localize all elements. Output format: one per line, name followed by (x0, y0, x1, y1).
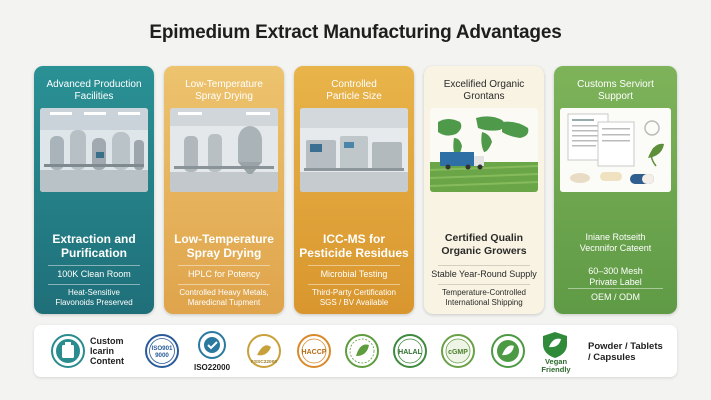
documents-and-capsules-illustration (560, 108, 671, 192)
documents-photo (560, 108, 671, 192)
divider (178, 284, 270, 285)
card-line2: Controlled Heavy Metals,Maredicnal Tupme… (179, 288, 269, 307)
divider (308, 265, 400, 266)
plant-based-badge-icon (490, 333, 526, 369)
world-map-and-farm-illustration (430, 108, 538, 192)
vegan-friendly-label: Vegan Friendly (541, 357, 571, 374)
halal-badge-icon: HALAL (392, 333, 428, 369)
lab-instrument-illustration (300, 108, 408, 192)
dosage-forms-label: Powder / Tablets / Capsules (588, 341, 663, 363)
svg-text:HACCP: HACCP (302, 349, 327, 356)
spray-dryer-photo (170, 108, 278, 192)
svg-text:9000: 9000 (155, 352, 169, 359)
svg-text:cGMP: cGMP (448, 349, 468, 356)
iso22000-badge-icon (194, 329, 230, 365)
card-line1: HPLC for Potency (187, 269, 261, 279)
factory-photo (40, 108, 148, 192)
lab-photo (300, 108, 408, 192)
certification-strip: Custom Icarin Content ISO901 9000 ISO220… (34, 325, 677, 377)
card-line1: 100K Clean Room (57, 269, 131, 279)
divider (438, 265, 530, 266)
card-line2: OEM / ODM (591, 292, 640, 302)
iso22000-label: ISO22000 (194, 363, 231, 372)
card-line1: Stable Year-Round Supply (431, 269, 537, 279)
iso9001-badge-icon: ISO901 9000 (144, 333, 180, 369)
divider (178, 265, 270, 266)
card-line1: Microbial Testing (320, 269, 388, 279)
custom-content-icon (50, 333, 86, 369)
cgmp-badge-icon: cGMP (440, 333, 476, 369)
extraction-equipment-illustration (40, 108, 148, 192)
svg-text:FSSC22000: FSSC22000 (251, 359, 277, 365)
vegan-shield-icon (540, 330, 570, 360)
divider (568, 288, 663, 289)
spray-dryer-illustration (170, 108, 278, 192)
supply-chain-photo (430, 108, 538, 192)
page-title: Epimedium Extract Manufacturing Advantag… (149, 22, 562, 43)
organic-leaf-badge-icon (344, 333, 380, 369)
divider (48, 284, 140, 285)
svg-text:ISO901: ISO901 (152, 345, 174, 352)
custom-content-label: Custom Icarin Content (90, 336, 124, 366)
svg-text:HALAL: HALAL (398, 349, 422, 356)
divider (438, 284, 530, 285)
divider (308, 284, 400, 285)
divider (48, 265, 140, 266)
haccp-badge-icon: HACCP (296, 333, 332, 369)
fssc22000-badge-icon: FSSC22000 (246, 333, 282, 369)
